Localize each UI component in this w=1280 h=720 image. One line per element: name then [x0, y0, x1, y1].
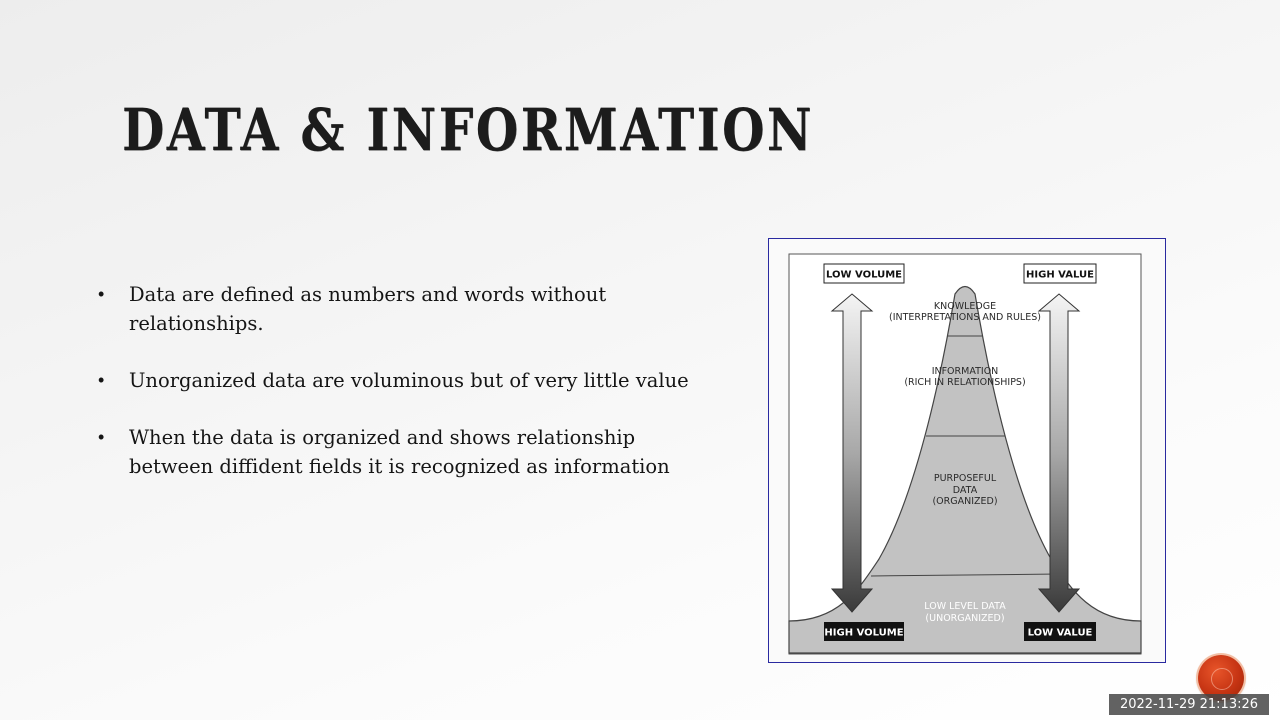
label-high-value: HIGH VALUE	[1026, 270, 1094, 281]
label-low-volume: LOW VOLUME	[826, 270, 902, 281]
layer-information-subtitle: (RICH IN RELATIONSHIPS)	[904, 377, 1025, 388]
layer-knowledge-title: KNOWLEDGE	[934, 301, 996, 312]
layer-lowlevel-title: LOW LEVEL DATA	[924, 601, 1006, 612]
recording-timestamp: 2022-11-29 21:13:26	[1109, 694, 1269, 715]
label-box-high-volume	[824, 622, 904, 641]
value-arrow-icon	[1037, 293, 1081, 613]
layer-lowlevel-subtitle: (UNORGANIZED)	[925, 613, 1004, 624]
volume-arrow-icon	[830, 293, 874, 613]
layer-divider	[870, 573, 1060, 577]
record-icon	[1211, 668, 1233, 690]
record-button[interactable]	[1198, 655, 1244, 701]
layer-purposeful-subtitle: (ORGANIZED)	[932, 496, 997, 507]
bullet-text: Data are defined as numbers and words wi…	[129, 283, 607, 335]
layer-purposeful-title: PURPOSEFUL	[934, 473, 997, 484]
bullet-dot-icon: •	[98, 370, 105, 390]
layer-knowledge-subtitle: (INTERPRETATIONS AND RULES)	[889, 312, 1041, 323]
label-low-value: LOW VALUE	[1028, 628, 1093, 639]
label-high-volume: HIGH VOLUME	[824, 628, 903, 639]
data-pyramid-figure: LOW VOLUME HIGH VALUE HIGH VOLUME LOW VA…	[768, 238, 1166, 663]
label-box-low-volume	[823, 263, 905, 284]
bullet-dot-icon: •	[98, 284, 105, 304]
label-box-low-value	[1024, 622, 1096, 641]
layer-information-title: INFORMATION	[932, 366, 999, 377]
label-box-high-value	[1023, 263, 1097, 284]
bullet-text: Unorganized data are voluminous but of v…	[129, 369, 689, 392]
bullet-item: • Data are defined as numbers and words …	[98, 280, 698, 338]
bullet-text: When the data is organized and shows rel…	[129, 426, 670, 478]
layer-purposeful-data: DATA	[953, 485, 978, 496]
bullet-item: • When the data is organized and shows r…	[98, 423, 698, 481]
bullet-dot-icon: •	[98, 427, 105, 447]
data-pyramid-diagram: LOW VOLUME HIGH VALUE HIGH VOLUME LOW VA…	[788, 253, 1142, 655]
bullet-item: • Unorganized data are voluminous but of…	[98, 366, 698, 395]
bullet-list: • Data are defined as numbers and words …	[98, 280, 698, 509]
slide-title: Data & Information	[122, 96, 814, 164]
